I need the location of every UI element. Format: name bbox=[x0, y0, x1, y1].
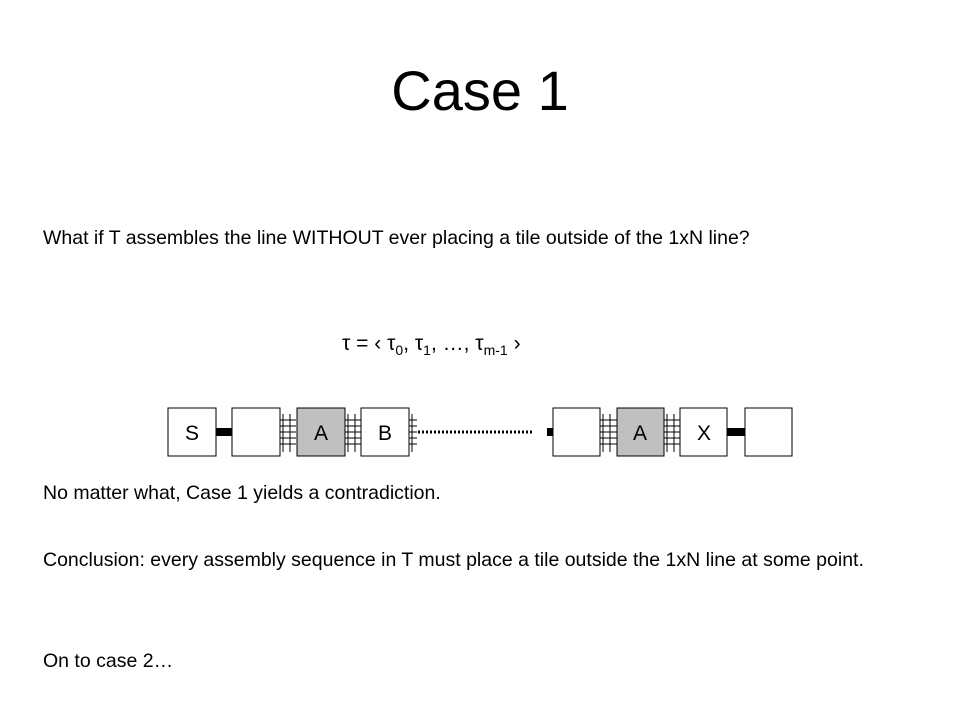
subscript-m-1: m-1 bbox=[483, 342, 508, 358]
tile-a-1 bbox=[296, 407, 346, 457]
tile-blank-1 bbox=[231, 407, 281, 457]
ellipsis: … bbox=[442, 332, 464, 355]
equals-sign: = bbox=[356, 332, 369, 355]
tau-0: τ bbox=[387, 332, 396, 355]
multi-glue-connectors bbox=[280, 414, 680, 452]
subscript-0: 0 bbox=[395, 342, 404, 358]
question-text: What if T assembles the line WITHOUT eve… bbox=[43, 227, 750, 249]
tile-blank-2 bbox=[552, 407, 601, 457]
tile-label-x: X bbox=[697, 422, 711, 445]
result-text: No matter what, Case 1 yields a contradi… bbox=[43, 482, 441, 504]
tile-b bbox=[360, 407, 410, 457]
tiles bbox=[167, 407, 793, 457]
subscript-1: 1 bbox=[423, 342, 431, 358]
tile-label-a-1: A bbox=[314, 422, 328, 445]
assembly-sequence-formula: τ = ‹ τ0, τ1, …, τm-1 › bbox=[342, 332, 521, 358]
close-bracket: › bbox=[513, 332, 521, 355]
tile-s bbox=[167, 407, 217, 457]
conclusion-text: Conclusion: every assembly sequence in T… bbox=[43, 549, 864, 571]
tile-label-a-2: A bbox=[633, 422, 647, 445]
slide-title: Case 1 bbox=[391, 59, 569, 122]
tile-blank-3 bbox=[744, 407, 793, 457]
tile-label-b: B bbox=[378, 422, 392, 445]
tile-x bbox=[679, 407, 728, 457]
tau-symbol: τ bbox=[342, 332, 351, 355]
tau-m-1: τ bbox=[475, 332, 484, 355]
tile-a-2 bbox=[616, 407, 665, 457]
tile-labels: S A B A X bbox=[185, 422, 711, 445]
tau-1: τ bbox=[414, 332, 424, 355]
strong-glue-connectors bbox=[216, 428, 745, 436]
next-text: On to case 2… bbox=[43, 650, 174, 672]
tile-label-s: S bbox=[185, 422, 199, 445]
open-bracket: ‹ bbox=[374, 332, 382, 355]
